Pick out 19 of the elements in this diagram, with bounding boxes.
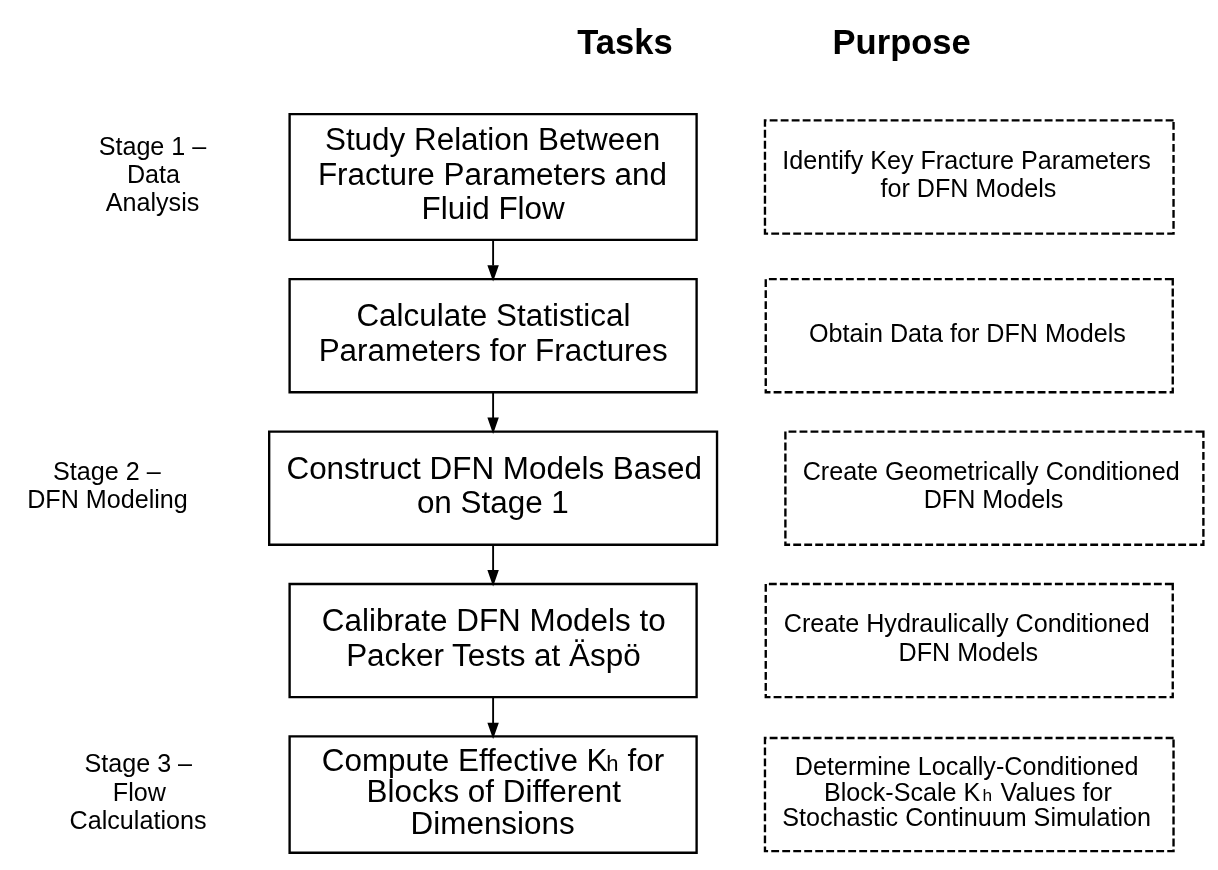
node-box: Calibrate DFN Models to Packer Tests at Äspö	[288, 582, 698, 698]
arrow	[487, 696, 499, 739]
node-box: Create Hydraulically Conditioned DFN Models	[764, 582, 1174, 698]
node-box: Identify Key Fracture Parameters for DFN Models	[763, 118, 1175, 235]
label: Purpose	[832, 22, 971, 61]
label: Stage 1 – Data Analysis	[98, 131, 207, 216]
label: Tasks	[577, 22, 673, 61]
node-box: Construct DFN Models Based on Stage 1	[268, 429, 719, 546]
arrow	[487, 543, 499, 586]
arrow	[487, 391, 499, 434]
node-box: Determine Locally-Conditioned Block-Scale Kh Values for Stochastic Continuum Simulation	[763, 736, 1175, 852]
label: Stage 2 – DFN Modeling	[27, 456, 188, 513]
node-box: Compute Effective Kh for Blocks of Different Dimensions	[288, 734, 698, 854]
arrow	[487, 238, 499, 282]
node-box: Obtain Data for DFN Models	[764, 277, 1174, 393]
node-box: Study Relation Between Fracture Parameters and Fluid Flow	[288, 112, 698, 241]
node-box: Calculate Statistical Parameters for Fractures	[288, 277, 698, 393]
node-box: Create Geometrically Conditioned DFN Models	[784, 429, 1205, 546]
label: Stage 3 – Flow Calculations	[69, 748, 207, 834]
